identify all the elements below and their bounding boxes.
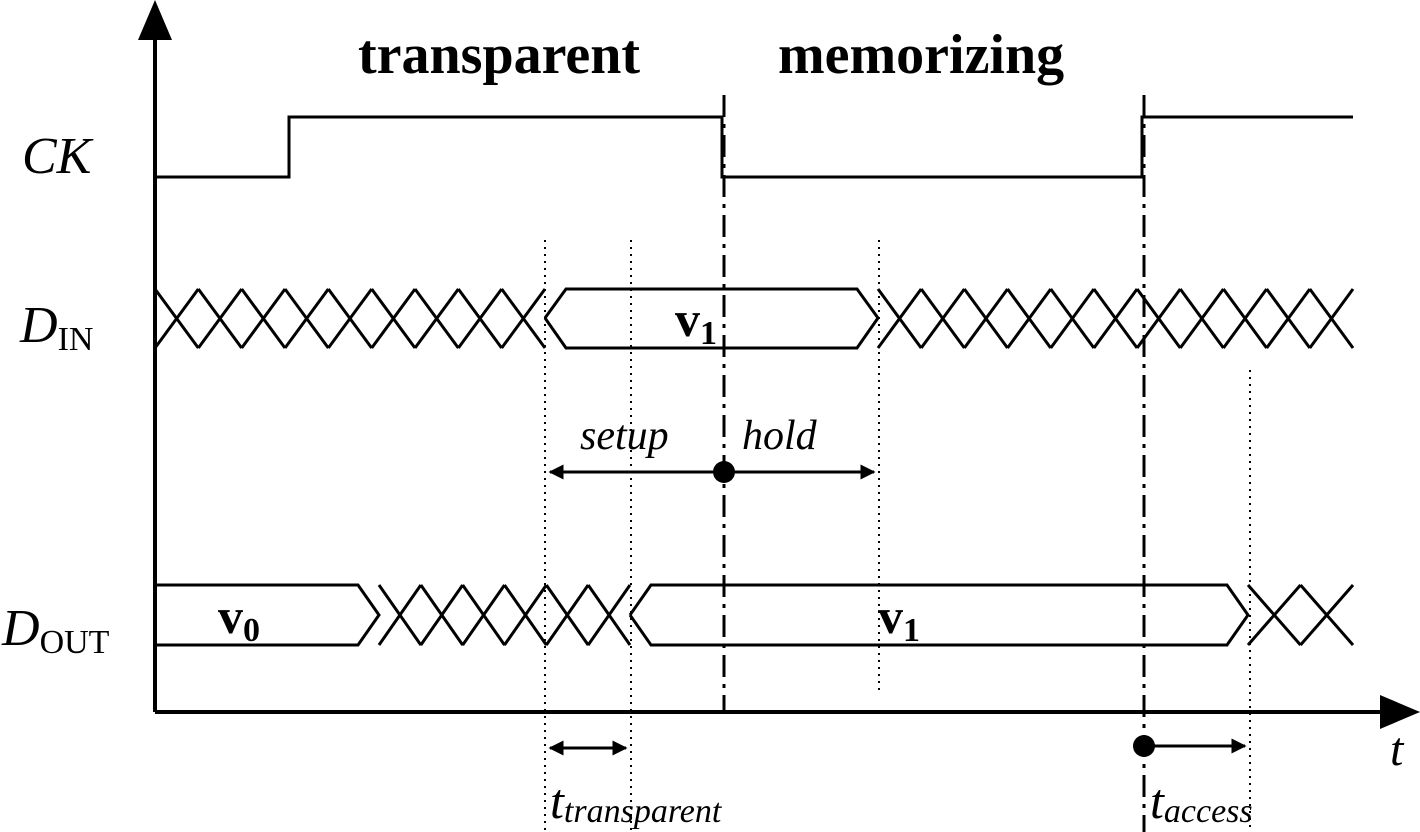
dout-waveform: v0 v1 [155,583,1355,649]
signal-label-din: DIN [19,297,93,358]
axes: t [138,0,1420,776]
din-waveform: v1 [153,287,1355,352]
dout-crosshatch-after [1246,584,1355,646]
din-crosshatch-before [153,288,547,349]
signal-label-din-main: D [19,297,58,354]
dout-v0-sub: 0 [243,612,260,649]
signal-label-ck: CK [22,128,94,185]
dout-v1-main: v [878,588,903,644]
ck-waveform [155,115,1353,179]
dout-v0-window [155,583,381,647]
phase-label-transparent: transparent [358,24,640,86]
setup-hold-reference-dot [713,461,735,483]
setup-label: setup [580,413,669,459]
signal-label-dout-main: D [1,600,40,657]
t-access-annotation: taccess [1133,735,1253,830]
dout-v1-label: v1 [878,588,920,649]
phase-label-memorizing: memorizing [778,24,1064,86]
din-value-label: v1 [675,291,717,352]
t-access-label: taccess [1150,773,1253,830]
dout-v1-sub: 1 [903,612,920,649]
dout-v0-label: v0 [218,588,260,649]
dout-v1-window [628,583,1250,647]
signal-label-din-sub: IN [58,321,94,358]
t-transparent-sub: transparent [564,793,723,830]
t-transparent-annotation: ttransparent [548,740,723,830]
signal-label-dout-sub: OUT [40,624,110,661]
hold-label: hold [742,413,818,459]
timing-guides [544,240,1251,832]
t-access-reference-dot [1133,735,1155,757]
time-axis-label: t [1390,723,1405,776]
t-transparent-label: ttransparent [550,773,723,830]
din-value-sub: 1 [700,315,717,352]
signal-label-dout: DOUT [1,600,110,661]
vertical-axis-arrowhead [138,0,172,40]
dout-crosshatch-transition [377,584,632,646]
t-transparent-main: t [550,773,565,829]
din-value-main: v [675,291,700,347]
t-access-main: t [1150,773,1165,829]
t-access-sub: access [1164,793,1253,830]
setup-hold-annotation: setup hold [548,413,876,483]
time-axis-arrowhead [1380,695,1420,729]
dout-v0-main: v [218,588,243,644]
din-crosshatch-after [876,288,1355,349]
